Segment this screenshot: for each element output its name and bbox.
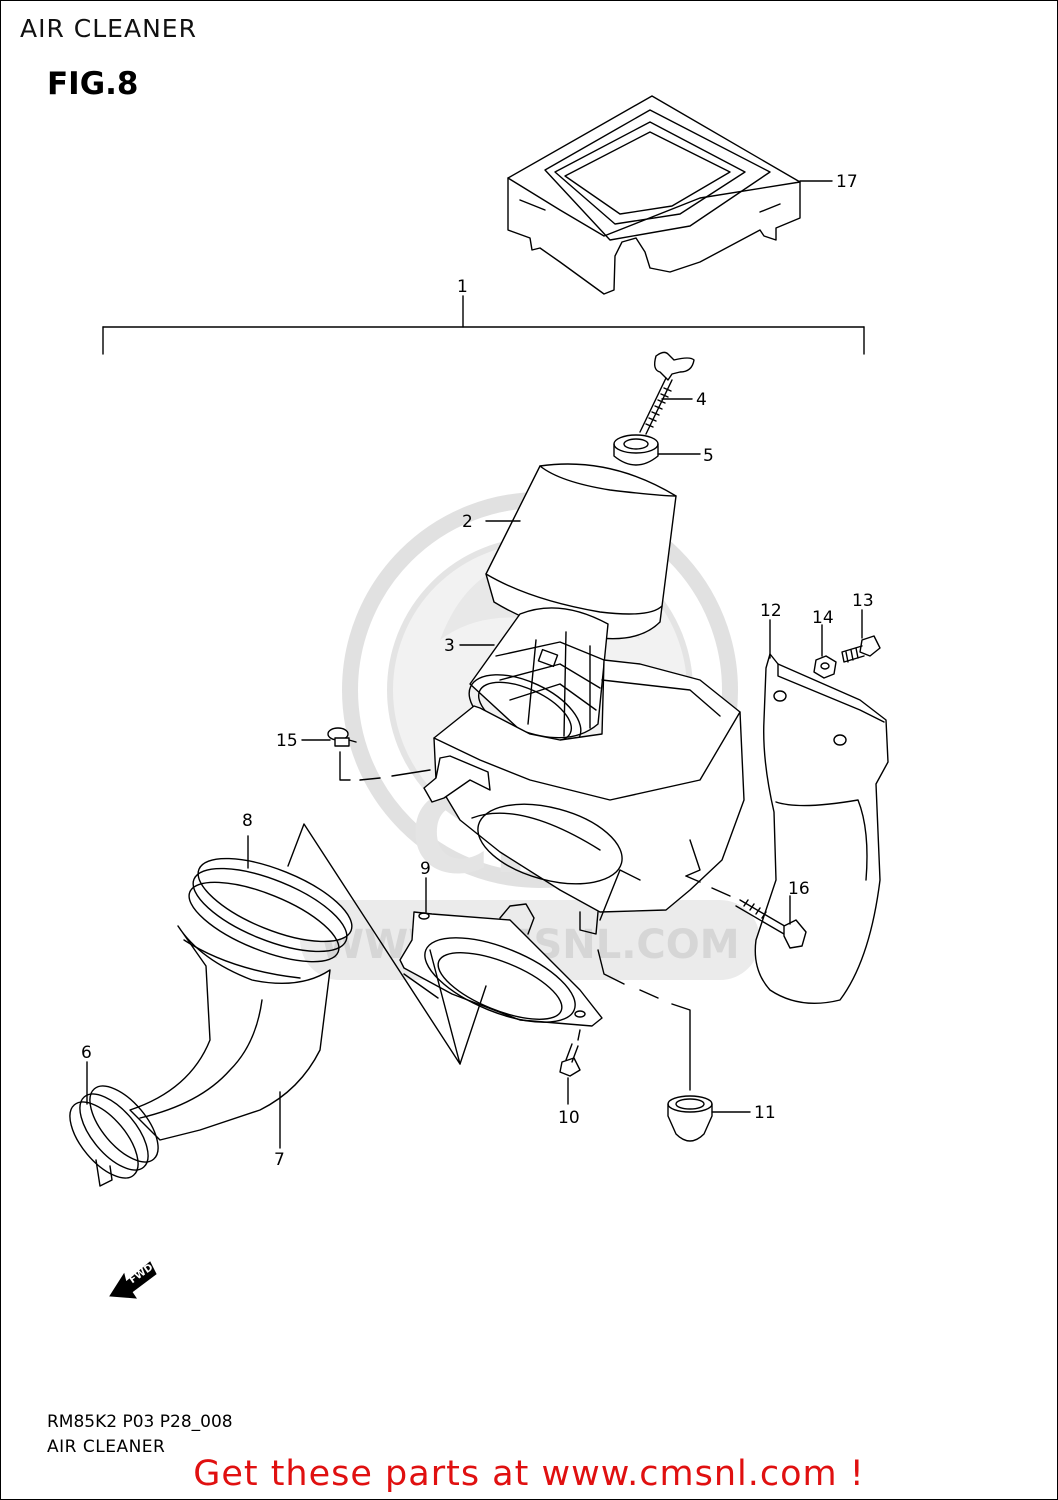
part-11-cap bbox=[667, 1095, 713, 1142]
part-16-bolt bbox=[735, 899, 807, 949]
fwd-arrow-icon: FWD bbox=[109, 1261, 157, 1299]
callout-10: 10 bbox=[558, 1108, 580, 1128]
callout-1: 1 bbox=[457, 277, 468, 297]
part-10-screw bbox=[559, 1043, 581, 1077]
promo-link[interactable]: Get these parts at www.cmsnl.com ! bbox=[193, 1454, 865, 1494]
part-12-splash-guard bbox=[754, 653, 889, 1005]
part-17-cover bbox=[507, 95, 801, 295]
leader-16-dash bbox=[685, 875, 731, 897]
leader-15-dash bbox=[339, 751, 431, 781]
callout-17: 17 bbox=[836, 172, 858, 192]
part-8-band bbox=[188, 857, 353, 963]
part-15-screw bbox=[327, 727, 357, 747]
part-6-clamp bbox=[69, 1085, 159, 1187]
air-cleaner-box bbox=[423, 659, 745, 935]
callout-16: 16 bbox=[788, 879, 810, 899]
callout-13: 13 bbox=[852, 591, 874, 611]
callout-labels: 1 2 3 4 5 6 7 8 9 10 11 12 13 14 15 16 1… bbox=[81, 172, 874, 1170]
diagram-code: RM85K2 P03 P28_008 bbox=[47, 1412, 233, 1432]
part-9-flange bbox=[399, 903, 603, 1027]
assembly-bracket-1 bbox=[102, 295, 865, 355]
callout-2: 2 bbox=[462, 512, 473, 532]
part-5-grommet bbox=[613, 434, 659, 466]
leader-11-dash bbox=[597, 949, 691, 1091]
callout-12: 12 bbox=[760, 601, 782, 621]
callout-8: 8 bbox=[242, 811, 253, 831]
callout-14: 14 bbox=[812, 608, 834, 628]
part-4-wing-bolt bbox=[639, 351, 695, 435]
callout-3: 3 bbox=[444, 636, 455, 656]
callout-5: 5 bbox=[703, 446, 714, 466]
callout-15: 15 bbox=[276, 731, 298, 751]
page-title: AIR CLEANER bbox=[20, 14, 197, 43]
callout-11: 11 bbox=[754, 1103, 776, 1123]
reference-lines bbox=[287, 823, 641, 1065]
part-13-bolt bbox=[841, 635, 881, 663]
callout-9: 9 bbox=[420, 859, 431, 879]
callout-6: 6 bbox=[81, 1043, 92, 1063]
figure-label: FIG.8 bbox=[47, 66, 139, 102]
part-7-intake-boot bbox=[129, 925, 331, 1141]
callout-4: 4 bbox=[696, 390, 707, 410]
callout-7: 7 bbox=[274, 1150, 285, 1170]
diagram-caption: AIR CLEANER bbox=[47, 1437, 166, 1457]
part-14-nut bbox=[813, 655, 837, 679]
leader-10-dash bbox=[577, 1029, 581, 1041]
